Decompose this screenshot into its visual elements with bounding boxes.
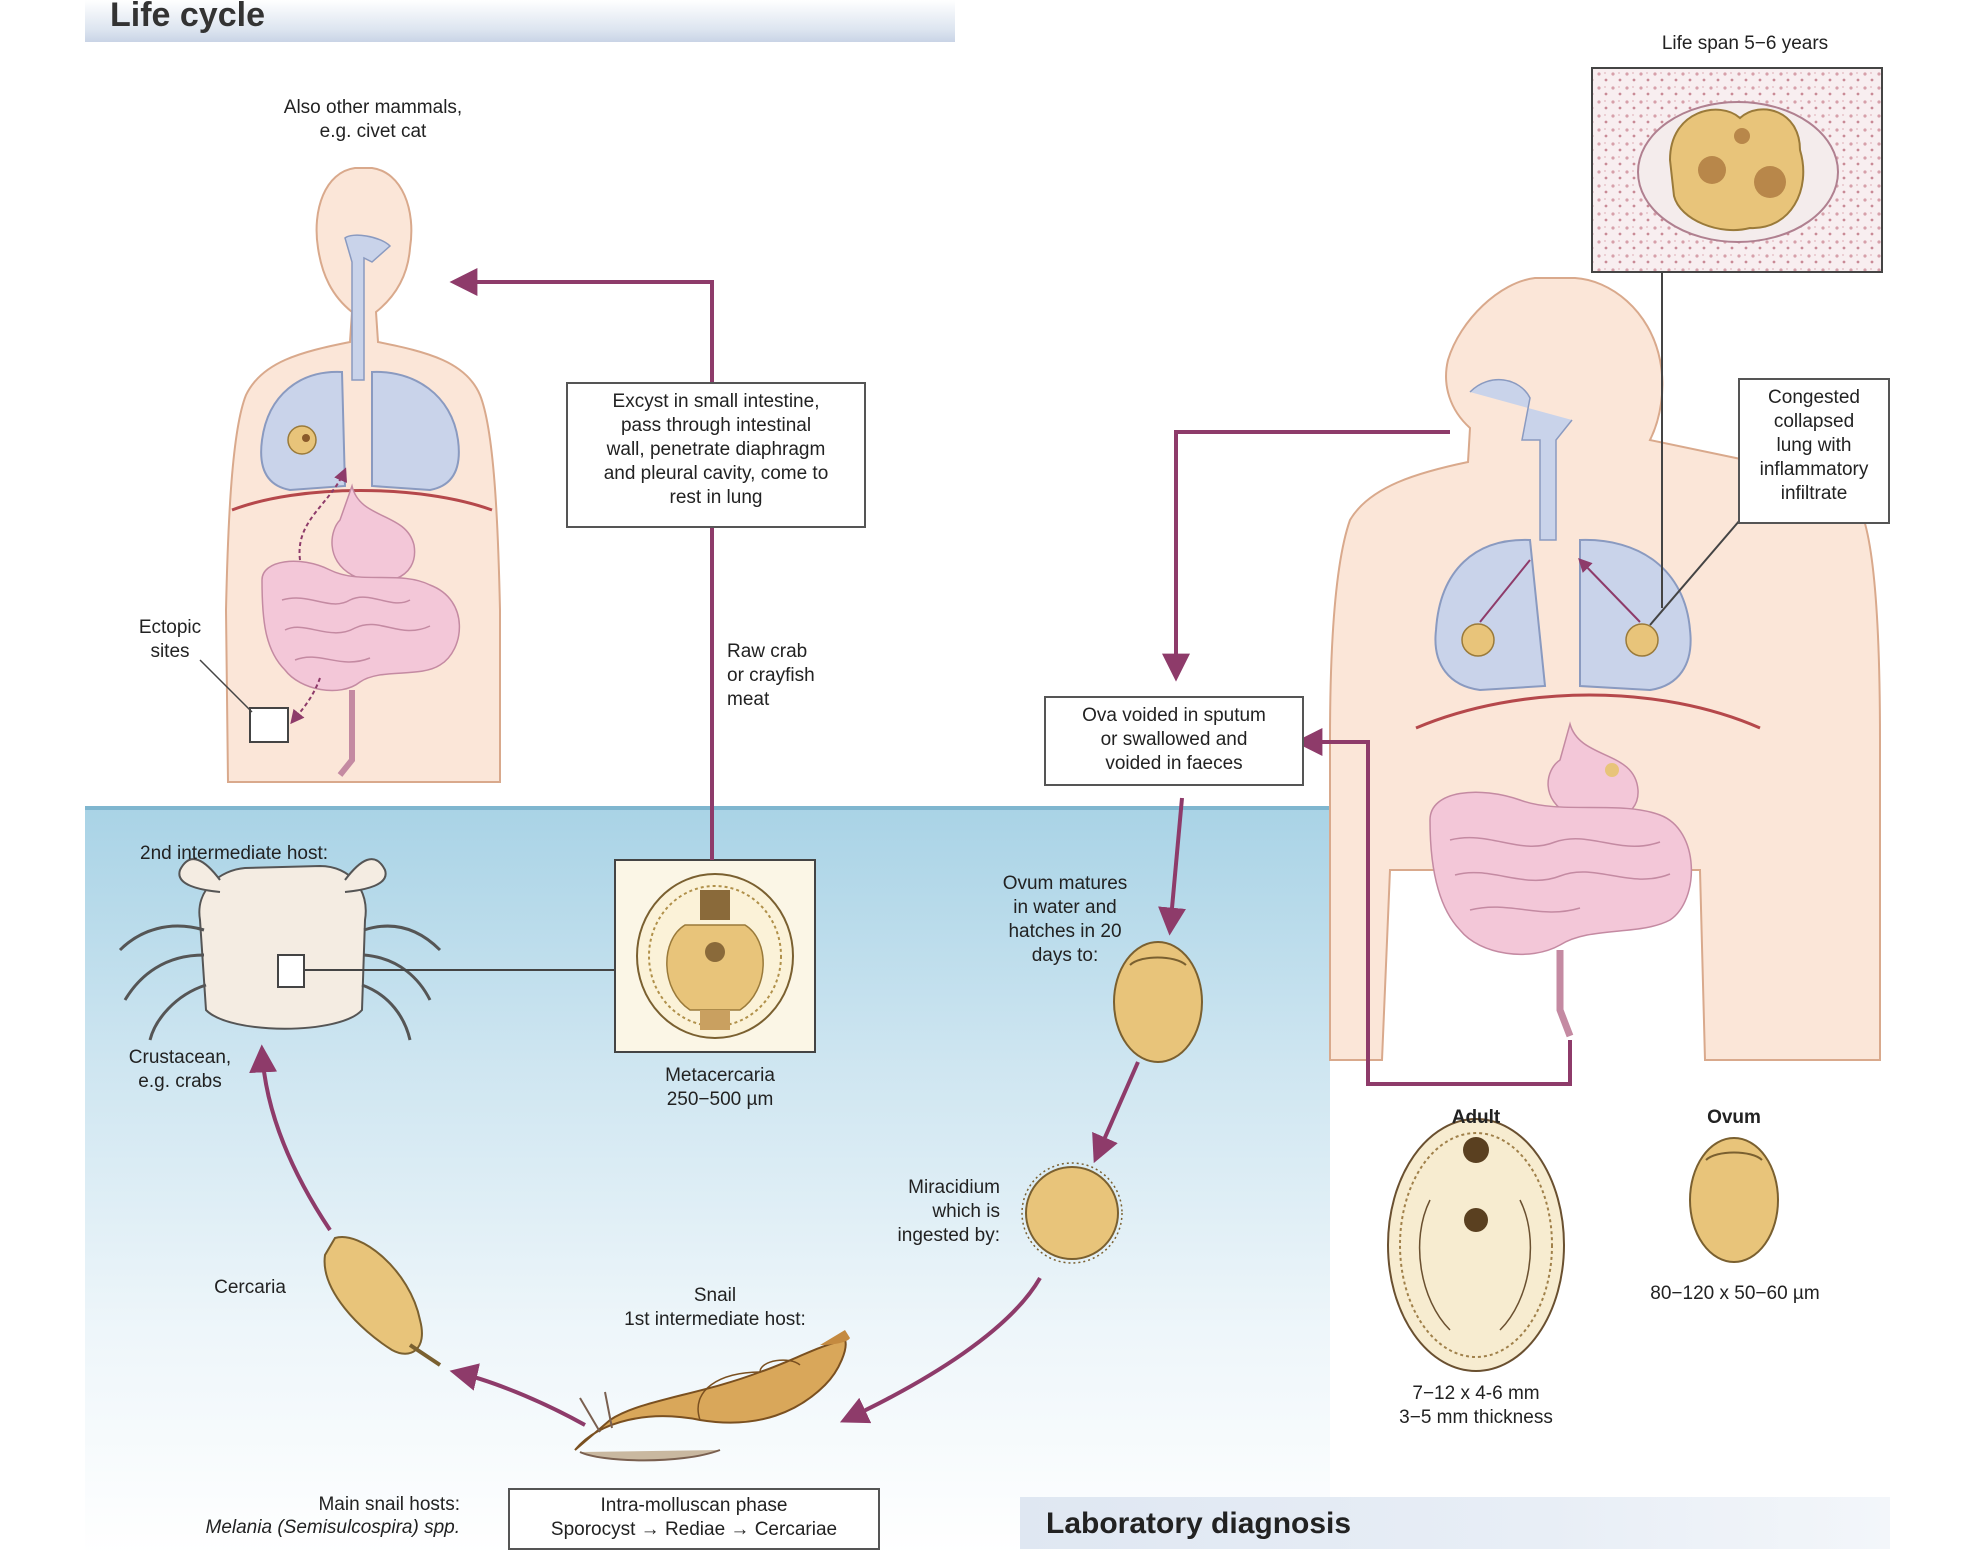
adult-fluke-figure xyxy=(1387,1118,1565,1372)
top-title-band: Life cycle xyxy=(85,0,955,42)
human-right-airway xyxy=(1469,378,1573,541)
label-adult-size: 7−12 x 4-6 mm 3−5 mm thickness xyxy=(1399,1383,1553,1428)
label-ovum-matures: Ovum matures in water and hatches in 20 … xyxy=(1002,873,1128,966)
snail-figure xyxy=(574,1330,850,1462)
label-snail-species: Melania (Semisulcospira) spp. xyxy=(205,1517,461,1538)
human-left-lung-right xyxy=(371,370,460,492)
crab-illustration xyxy=(118,858,615,1041)
cut-title: Life cycle xyxy=(110,0,265,34)
congested-lung-box: Congested collapsed lung with inflammato… xyxy=(1738,378,1890,524)
label-ovum-size: 80−120 x 50−60 µm xyxy=(1650,1283,1820,1304)
human-left-diaphragm xyxy=(231,489,493,512)
lung-histology-inset xyxy=(1591,67,1883,608)
label-cercaria: Cercaria xyxy=(214,1277,286,1298)
laboratory-diagnosis-title: Laboratory diagnosis xyxy=(1046,1507,1352,1540)
miracidium-figure xyxy=(1021,1162,1123,1264)
label-ectopic-sites: Ectopic sites xyxy=(138,617,202,662)
cycle-arrows xyxy=(249,268,1572,1427)
human-left-airway xyxy=(344,234,392,381)
label-main-snail-hosts: Main snail hosts: xyxy=(318,1494,460,1515)
ovum-lab-figure xyxy=(1689,1137,1779,1263)
laboratory-diagnosis-header: Laboratory diagnosis xyxy=(1020,1497,1890,1549)
label-raw-crab: Raw crab or crayfish meat xyxy=(727,641,815,710)
ectopic-site-box xyxy=(249,707,289,743)
metacercaria-figure xyxy=(614,859,816,1053)
human-host-left xyxy=(199,167,501,783)
label-crustacean: Crustacean, e.g. crabs xyxy=(128,1047,232,1092)
human-right-intestines xyxy=(1429,791,1693,956)
congested-pointer xyxy=(1649,519,1741,626)
label-life-span: Life span 5−6 years xyxy=(1661,33,1829,54)
label-snail: Snail 1st intermediate host: xyxy=(624,1285,806,1330)
human-right-diaphragm xyxy=(1415,693,1761,730)
excyst-info-box: Excyst in small intestine, pass through … xyxy=(566,382,866,528)
label-ovum-title: Ovum xyxy=(1707,1107,1761,1128)
label-other-mammals: Also other mammals, e.g. civet cat xyxy=(283,97,463,142)
cercaria-figure xyxy=(323,1235,442,1367)
label-adult-title: Adult xyxy=(1451,1107,1501,1128)
label-miracidium: Miracidium which is ingested by: xyxy=(897,1177,1000,1246)
human-right-lung-left xyxy=(1434,538,1547,692)
water-surface-line xyxy=(85,806,1330,810)
intra-molluscan-box: Intra-molluscan phase Sporocyst → Rediae… xyxy=(508,1488,880,1550)
ova-voided-box: Ova voided in sputum or swallowed and vo… xyxy=(1044,696,1304,786)
label-second-intermediate-host: 2nd intermediate host: xyxy=(140,843,329,864)
ovum-water-figure xyxy=(1113,941,1203,1063)
label-metacercaria: Metacercaria 250−500 µm xyxy=(665,1065,775,1110)
